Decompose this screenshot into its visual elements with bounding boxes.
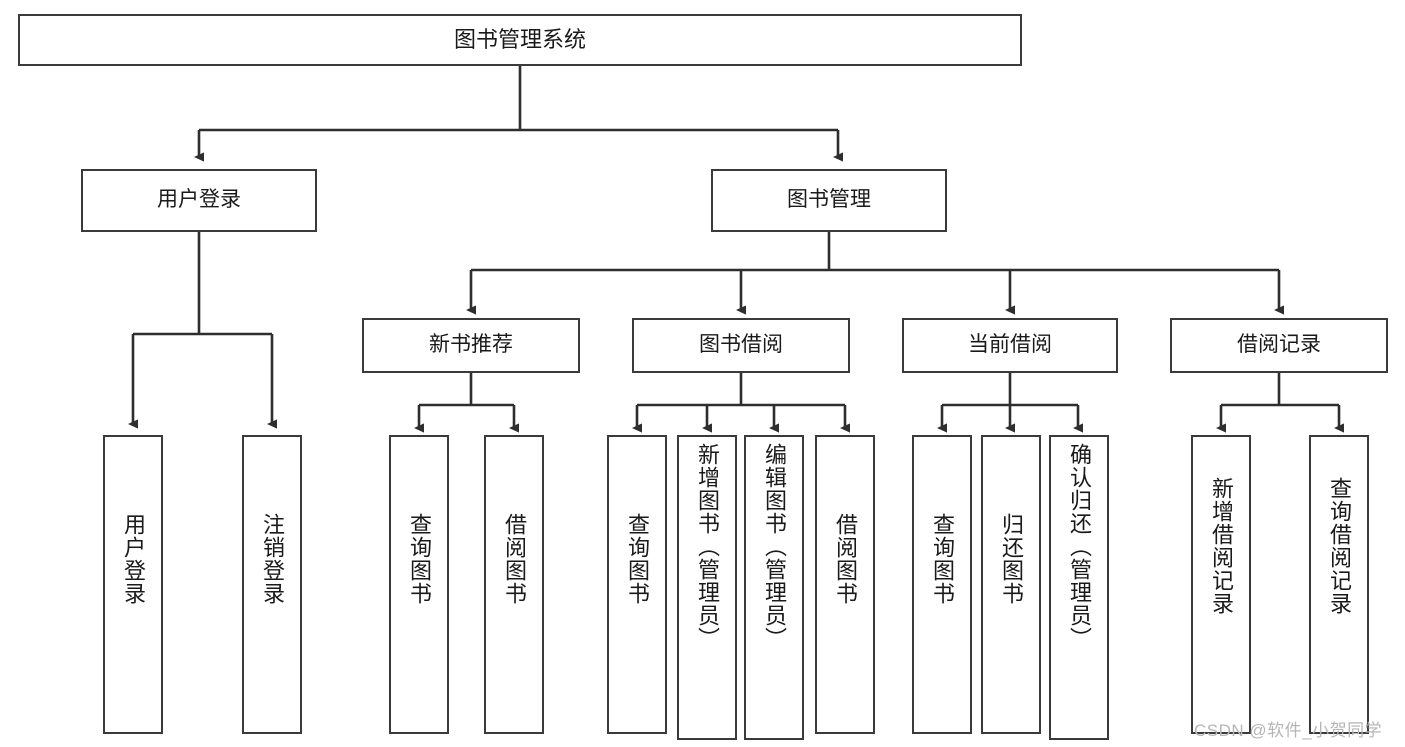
leaf-query-books-recommend[interactable]: 查询图书 [389,435,449,734]
node-label: 用户登录 [120,513,146,605]
node-label: 新增借阅记录 [1208,477,1234,615]
csdn-watermark: CSDN @软件_小贺同学 [1194,721,1383,740]
node-label: 新书推荐 [429,333,513,357]
node-label: 查询图书 [929,513,955,605]
node-label: 确认归还（管理员） [1066,443,1092,650]
node-label: 借阅图书 [832,513,858,605]
node-label: 注销登录 [259,513,285,605]
leaf-logout[interactable]: 注销登录 [242,435,302,734]
node-label: 新增图书（管理员） [694,443,720,650]
leaf-user-login[interactable]: 用户登录 [103,435,163,734]
node-book-management[interactable]: 图书管理 [711,169,947,232]
node-label: 借阅记录 [1237,333,1321,357]
node-label: 编辑图书（管理员） [761,443,787,650]
leaf-query-borrow-record[interactable]: 查询借阅记录 [1309,435,1369,734]
node-label: 图书管理系统 [453,27,586,53]
leaf-edit-book-admin[interactable]: 编辑图书（管理员） [744,435,804,740]
node-new-book-recommend[interactable]: 新书推荐 [362,318,580,373]
leaf-query-books-current[interactable]: 查询图书 [912,435,972,734]
node-label: 查询图书 [406,513,432,605]
node-label: 查询借阅记录 [1326,477,1352,615]
leaf-add-borrow-record[interactable]: 新增借阅记录 [1191,435,1251,734]
leaf-query-books-borrow[interactable]: 查询图书 [607,435,667,734]
leaf-confirm-return-admin[interactable]: 确认归还（管理员） [1049,435,1109,740]
leaf-add-book-admin[interactable]: 新增图书（管理员） [677,435,737,740]
node-user-login[interactable]: 用户登录 [81,169,317,232]
node-borrow-records[interactable]: 借阅记录 [1170,318,1388,373]
node-label: 当前借阅 [968,333,1052,357]
node-label: 图书借阅 [699,333,783,357]
leaf-return-books[interactable]: 归还图书 [981,435,1041,734]
node-label: 归还图书 [998,513,1024,605]
node-book-borrow[interactable]: 图书借阅 [632,318,850,373]
leaf-borrow-books-recommend[interactable]: 借阅图书 [484,435,544,734]
node-label: 查询图书 [624,513,650,605]
leaf-borrow-books[interactable]: 借阅图书 [815,435,875,734]
node-label: 用户登录 [157,188,241,212]
node-label: 借阅图书 [501,513,527,605]
node-root-library-system[interactable]: 图书管理系统 [18,14,1022,66]
node-current-borrow[interactable]: 当前借阅 [902,318,1118,373]
node-label: 图书管理 [787,188,871,212]
